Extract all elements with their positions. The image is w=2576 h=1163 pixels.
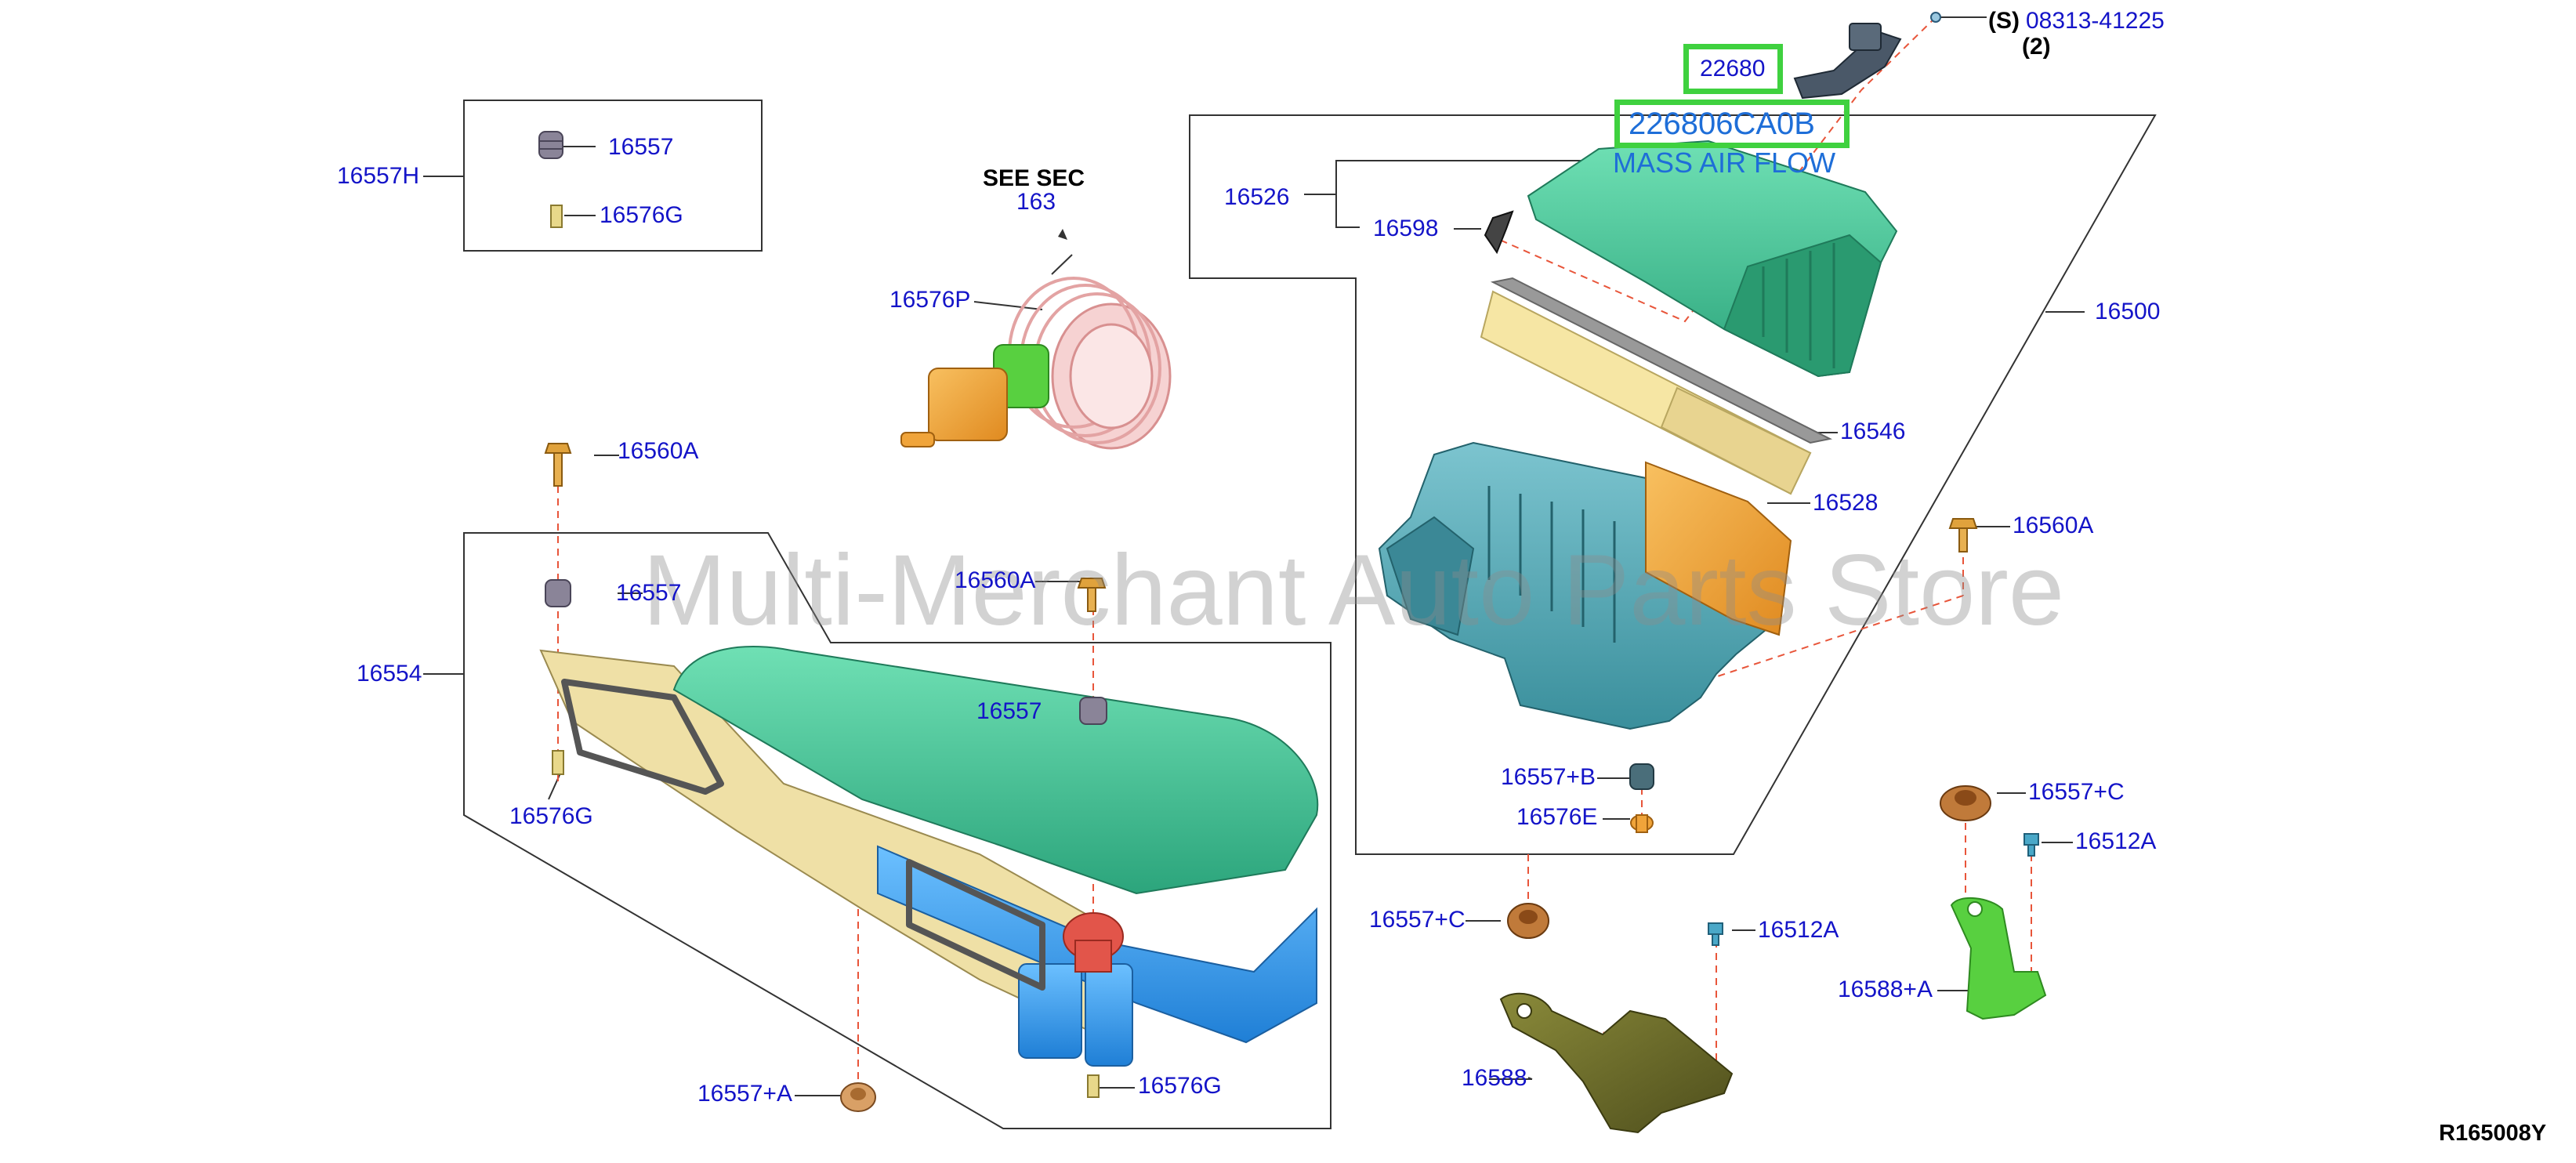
clip-icon	[552, 750, 564, 775]
maf-part-number[interactable]: 226806CA0B	[1629, 107, 1815, 141]
callout-16546[interactable]: 16546	[1840, 418, 1906, 444]
callout-16576P[interactable]: 16576P	[889, 287, 971, 313]
callout-08313-41225[interactable]: 08313-41225	[2026, 8, 2165, 34]
callout-16557-B[interactable]: 16557+B	[1501, 764, 1596, 790]
air-cleaner-frame	[1189, 114, 2157, 855]
callout-16576G-box[interactable]: 16576G	[600, 202, 683, 228]
callout-16557-mid[interactable]: 16557	[976, 698, 1042, 724]
highlight-maf-part-number	[1614, 100, 1850, 148]
callout-16560A-left[interactable]: 16560A	[618, 438, 699, 464]
clip-icon	[550, 205, 563, 228]
callout-16576G-bottom[interactable]: 16576G	[1138, 1073, 1222, 1099]
nut-icon	[1507, 903, 1549, 939]
callout-16588-A[interactable]: 16588+A	[1838, 976, 1933, 1002]
callout-16554[interactable]: 16554	[357, 661, 422, 687]
callout-16557-box[interactable]: 16557	[608, 134, 674, 160]
see-sec-title: SEE SEC	[983, 165, 1085, 191]
highlight-22680	[1683, 44, 1783, 94]
bracket-16588	[1499, 992, 1734, 1134]
air-cleaner-cover	[1527, 139, 1898, 378]
air-duct	[539, 646, 1319, 1067]
bracket-16588-A	[1950, 897, 2047, 1020]
callout-16557H[interactable]: 16557H	[337, 163, 420, 189]
grommet-icon	[1079, 697, 1107, 725]
callout-16557-left[interactable]: 16557	[616, 580, 682, 606]
kit-box-frame	[463, 100, 763, 252]
watermark: Multi-Merchant Auto Parts Store	[643, 534, 2065, 647]
bolt-icon	[1948, 518, 1978, 553]
bolt-icon	[1708, 922, 1723, 946]
air-cleaner-housing	[1378, 441, 1792, 730]
clip-icon	[1087, 1074, 1100, 1098]
air-filter-element	[1480, 277, 1833, 495]
callout-16512A-mid[interactable]: 16512A	[1758, 917, 1839, 943]
grommet-icon	[538, 131, 563, 159]
callout-16512A-right[interactable]: 16512A	[2075, 828, 2157, 854]
bolt-icon	[2023, 833, 2039, 857]
callout-08313-qty: (2)	[2022, 34, 2051, 60]
see-sec-number[interactable]: 163	[1016, 189, 1056, 215]
grommet-icon	[1629, 763, 1654, 790]
callout-16576G-left[interactable]: 16576G	[509, 803, 593, 829]
callout-16557-C-mid[interactable]: 16557+C	[1369, 907, 1466, 933]
callout-16528[interactable]: 16528	[1813, 490, 1879, 516]
callout-16500[interactable]: 16500	[2095, 299, 2161, 324]
callout-16557-A[interactable]: 16557+A	[697, 1081, 792, 1107]
callout-22680[interactable]: 22680	[1700, 56, 1766, 82]
callout-16560A-mid[interactable]: 16560A	[955, 567, 1036, 593]
callout-16576E[interactable]: 16576E	[1516, 804, 1598, 830]
bolt-icon	[544, 443, 572, 487]
maf-name: MASS AIR FLOW	[1613, 147, 1836, 179]
callout-16598[interactable]: 16598	[1373, 216, 1439, 241]
drawing-code: R165008Y	[2439, 1121, 2547, 1146]
clip-icon	[1630, 814, 1654, 833]
nut-icon	[1940, 785, 1991, 821]
clip-icon	[1484, 210, 1514, 255]
callout-16588[interactable]: 16588	[1462, 1065, 1527, 1091]
intake-hose	[900, 229, 1172, 450]
callout-16526[interactable]: 16526	[1224, 184, 1290, 210]
bolt-icon	[1077, 578, 1107, 612]
maf-sensor	[1793, 12, 1941, 100]
grommet-icon	[545, 579, 571, 607]
callout-08313-prefix: (S)	[1988, 8, 2020, 34]
nut-icon	[840, 1082, 876, 1112]
callout-16560A-right[interactable]: 16560A	[2013, 513, 2094, 538]
callout-16557-C-right[interactable]: 16557+C	[2028, 779, 2125, 805]
air-duct-frame	[463, 532, 1331, 1129]
